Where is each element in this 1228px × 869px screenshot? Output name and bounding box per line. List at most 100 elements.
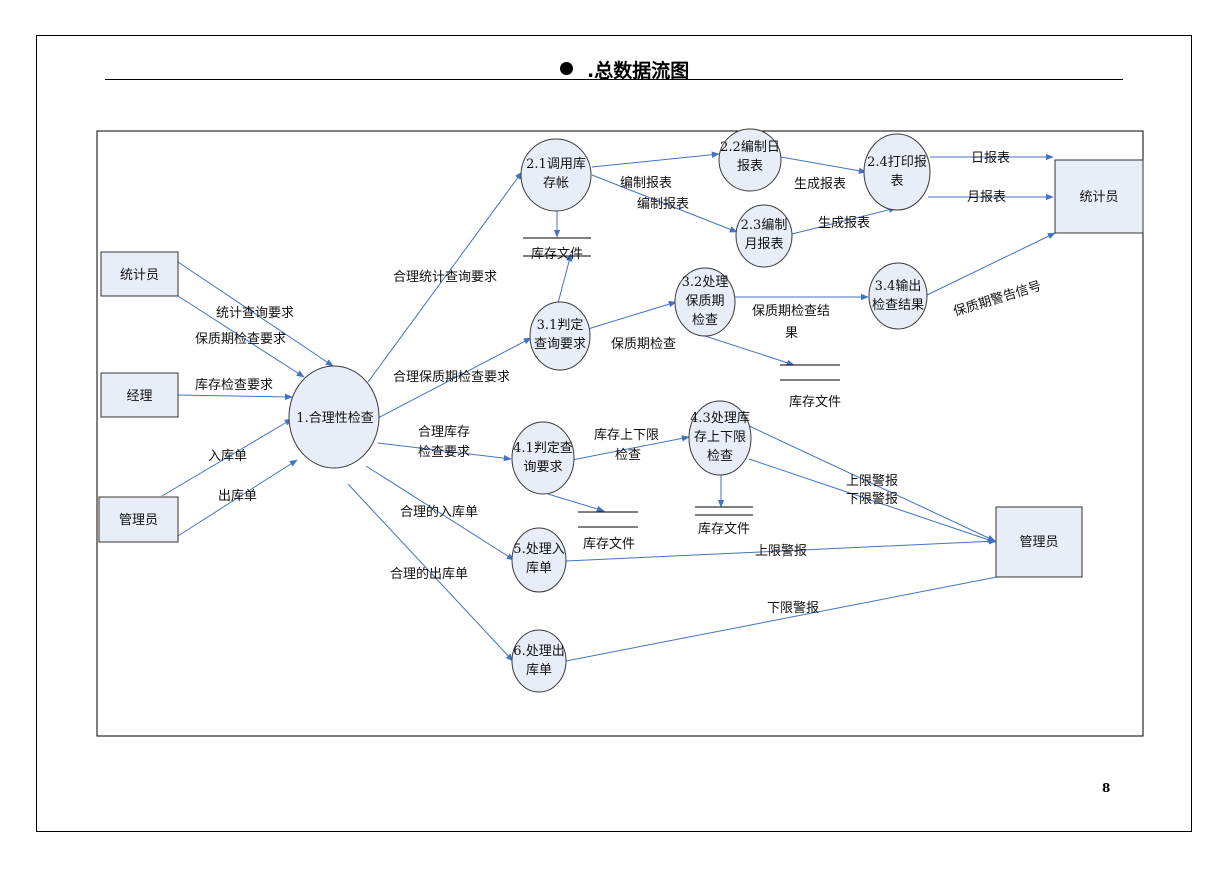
- title-rule: [105, 79, 1123, 80]
- process-6-label-line1: 6.处理出: [513, 644, 564, 659]
- flow-lines: [161, 151, 1056, 662]
- bullet-icon: [560, 62, 573, 75]
- data-store-4-label: 库存文件: [698, 521, 750, 537]
- entity-manager-label: 经理: [126, 389, 152, 404]
- label-compile-2: 编制报表: [637, 197, 689, 212]
- entity-administrator-left-label: 管理员: [119, 513, 158, 528]
- process-5: 5.处理入 库单: [511, 527, 567, 593]
- entity-statistician-left-label: 统计员: [120, 268, 159, 283]
- flow-out-order: [177, 459, 298, 537]
- process-3-1-label-line1: 3.1判定: [537, 318, 584, 333]
- process-2-3-label-line1: 2.3编制: [741, 218, 788, 233]
- process-3-2-label-line1: 3.2处理: [682, 275, 729, 290]
- page-title: .总数据流图: [560, 56, 689, 83]
- label-generate-1: 生成报表: [794, 177, 846, 192]
- process-1-label: 1.合理性检查: [296, 411, 373, 426]
- flow-in-order: [161, 418, 293, 497]
- flow-valid-stat: [367, 171, 523, 383]
- entity-statistician-right: 统计员: [1054, 159, 1144, 234]
- process-3-2-label-line3: 检查: [692, 313, 718, 328]
- process-2-3-label-line2: 月报表: [744, 237, 783, 252]
- label-shelf-result-line1: 保质期检查结: [752, 304, 830, 319]
- flow-compile-monthly: [591, 174, 738, 233]
- process-4-3-label-line1: 4.3处理库: [690, 410, 750, 426]
- process-2-3: 2.3编制 月报表: [735, 204, 793, 268]
- page-number: 8: [1102, 781, 1111, 795]
- label-valid-out: 合理的出库单: [390, 566, 468, 582]
- process-3-1-label-line2: 查询要求: [534, 337, 586, 352]
- flow-valid-in: [365, 465, 515, 561]
- label-stat-query: 统计查询要求: [216, 306, 294, 321]
- label-lower-warn: 下限警报: [846, 491, 898, 507]
- flow-stock-request: [177, 393, 293, 401]
- data-store-1-label: 库存文件: [531, 246, 583, 262]
- process-3-2: 3.2处理 保质期 检查: [674, 267, 736, 337]
- process-2-2-label-line1: 2.2编制日: [720, 140, 780, 155]
- label-in-order: 入库单: [208, 448, 247, 464]
- flow-gen-monthly: [791, 206, 897, 235]
- process-2-4-label-line2: 表: [890, 174, 903, 189]
- process-4-1-label-line1: 4.1判定查: [513, 441, 573, 456]
- label-monthly-report: 月报表: [967, 190, 1006, 205]
- label-valid-stock-line1: 合理库存: [418, 424, 470, 440]
- entity-statistician-right-label: 统计员: [1079, 190, 1118, 205]
- process-2-1: 2.1调用库 存帐: [520, 138, 592, 212]
- flow-shelf-check: [587, 301, 677, 330]
- diagram-frame: [96, 130, 1144, 737]
- label-shelf-warning: 保质期警告信号: [951, 278, 1043, 320]
- label-compile-1: 编制报表: [620, 176, 672, 191]
- process-3-1: 3.1判定 查询要求: [529, 301, 591, 371]
- flow-upper-warn: [746, 424, 996, 542]
- page-border: [36, 35, 1192, 832]
- process-3-4: 3.4输出 检查结果: [868, 262, 928, 330]
- flow-store1-to-31: [557, 253, 573, 304]
- process-3-4-label-line2: 检查结果: [872, 298, 924, 313]
- label-daily-report: 日报表: [971, 151, 1010, 166]
- data-store-2-label: 库存文件: [789, 394, 841, 410]
- process-3-2-label-line2: 保质期: [685, 294, 724, 309]
- process-2-4-label-line1: 2.4打印报: [867, 155, 927, 170]
- flow-gen-daily: [780, 156, 867, 174]
- entity-administrator-right-label: 管理员: [1019, 535, 1058, 550]
- label-out-warn: 下限警报: [767, 600, 819, 616]
- data-store-3: 库存文件: [578, 511, 638, 552]
- label-valid-shelf: 合理保质期检查要求: [393, 370, 510, 385]
- process-5-label-line1: 5.处理入: [513, 542, 564, 557]
- process-2-4: 2.4打印报 表: [863, 133, 931, 211]
- process-4-1: 4.1判定查 询要求: [511, 421, 575, 495]
- data-store-3-label: 库存文件: [583, 536, 635, 552]
- label-shelf-request: 保质期检查要求: [195, 332, 286, 347]
- flow-lower-warn: [748, 458, 996, 543]
- flow-in-warn: [565, 538, 997, 562]
- entity-administrator-right: 管理员: [995, 506, 1083, 578]
- process-1-validity-check: 1.合理性检查: [288, 365, 380, 469]
- page-title-text: .总数据流图: [587, 60, 690, 82]
- entity-manager: 经理: [100, 372, 179, 418]
- label-valid-stat: 合理统计查询要求: [393, 270, 497, 285]
- label-limits-line1: 库存上下限: [594, 427, 659, 443]
- entity-statistician-left: 统计员: [100, 251, 179, 297]
- process-3-4-label-line1: 3.4输出: [875, 278, 922, 294]
- flow-valid-stock: [377, 442, 512, 462]
- flow-shelf-warning: [926, 232, 1056, 296]
- process-2-2-label-line2: 报表: [737, 159, 763, 174]
- label-in-warn: 上限警报: [755, 543, 807, 559]
- flow-to-store3: [547, 493, 605, 512]
- data-store-1: 库存文件: [523, 237, 591, 262]
- label-valid-stock-line2: 检查要求: [418, 445, 470, 460]
- process-4-3-label-line2: 存上下限: [694, 430, 746, 445]
- label-shelf-result-line2: 果: [785, 326, 798, 341]
- entity-administrator-left: 管理员: [98, 496, 179, 543]
- process-6: 6.处理出 库单: [511, 629, 567, 693]
- process-4-3-label-line3: 检查: [707, 449, 733, 464]
- process-6-label-line2: 库单: [526, 662, 552, 678]
- flow-to-store2: [701, 334, 795, 366]
- process-2-1-label-line1: 2.1调用库: [526, 156, 586, 172]
- label-valid-in: 合理的入库单: [400, 504, 478, 520]
- label-limits-line2: 检查: [615, 448, 641, 463]
- flow-out-warn: [565, 575, 1003, 662]
- label-generate-2: 生成报表: [818, 216, 870, 231]
- flow-valid-shelf: [377, 337, 532, 419]
- flow-compile-daily: [591, 151, 720, 168]
